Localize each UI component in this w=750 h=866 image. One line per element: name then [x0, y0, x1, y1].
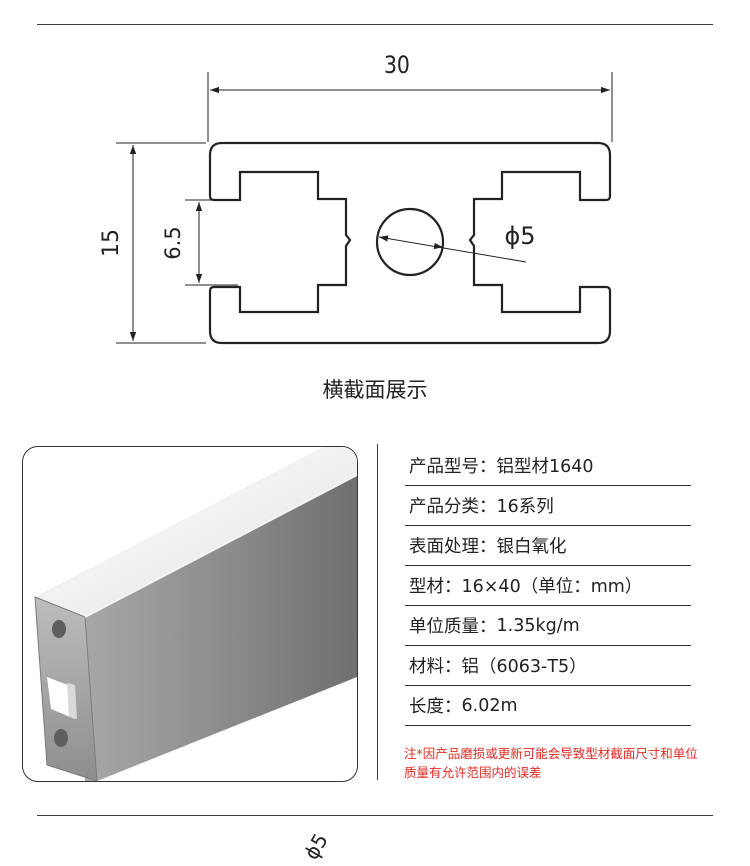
height-dim-label: 15 — [99, 229, 124, 257]
spec-value: 银白氧化 — [496, 537, 567, 557]
vertical-divider — [377, 444, 378, 780]
spec-row-category: 产品分类：16系列 — [405, 486, 691, 526]
spec-label: 材料： — [409, 657, 462, 677]
extrusion-illustration — [34, 447, 357, 781]
cross-section-drawing: 30 15 6.5 ϕ5 — [99, 51, 613, 345]
spec-label: 表面处理： — [409, 537, 497, 557]
spec-value: 6.02m — [461, 695, 518, 716]
spec-list: 产品型号：铝型材1640 产品分类：16系列 表面处理：银白氧化 型材：16×4… — [405, 446, 691, 726]
spec-label: 长度： — [409, 697, 462, 717]
spec-row-weight: 单位质量：1.35kg/m — [405, 606, 691, 646]
spec-value: 铝型材1640 — [496, 457, 594, 477]
spec-value: 16系列 — [496, 497, 554, 517]
spec-row-length: 长度：6.02m — [405, 686, 691, 726]
spec-row-model: 产品型号：铝型材1640 — [405, 446, 691, 486]
spec-label: 产品型号： — [409, 457, 497, 477]
profile-outline — [208, 141, 612, 345]
bottom-divider — [37, 815, 713, 816]
hole-dim-label: ϕ5 — [504, 222, 535, 250]
spec-row-surface: 表面处理：银白氧化 — [405, 526, 691, 566]
width-dim-label: 30 — [384, 51, 410, 79]
partial-dimension-label: ϕ5 — [300, 829, 333, 863]
top-divider — [37, 24, 713, 25]
section-caption: 横截面展示 — [322, 378, 428, 402]
spec-label: 产品分类： — [409, 497, 497, 517]
center-hole — [375, 207, 445, 277]
spec-row-profile: 型材：16×40（单位：mm） — [405, 566, 691, 606]
spec-value: 铝（6063-T5） — [461, 657, 587, 677]
partial-hole-label: ϕ5 — [300, 829, 333, 863]
spec-value: 16×40（单位：mm） — [461, 577, 643, 597]
slot-dim-label: 6.5 — [161, 226, 185, 259]
product-photo — [22, 446, 358, 782]
spec-label: 型材： — [409, 577, 462, 597]
spec-value: 1.35kg/m — [496, 615, 580, 636]
spec-label: 单位质量： — [409, 617, 497, 637]
disclaimer-note: 注*因产品磨损或更新可能会导致型材截面尺寸和单位质量有允许范围内的误差 — [404, 746, 698, 780]
spec-row-material: 材料：铝（6063-T5） — [405, 646, 691, 686]
